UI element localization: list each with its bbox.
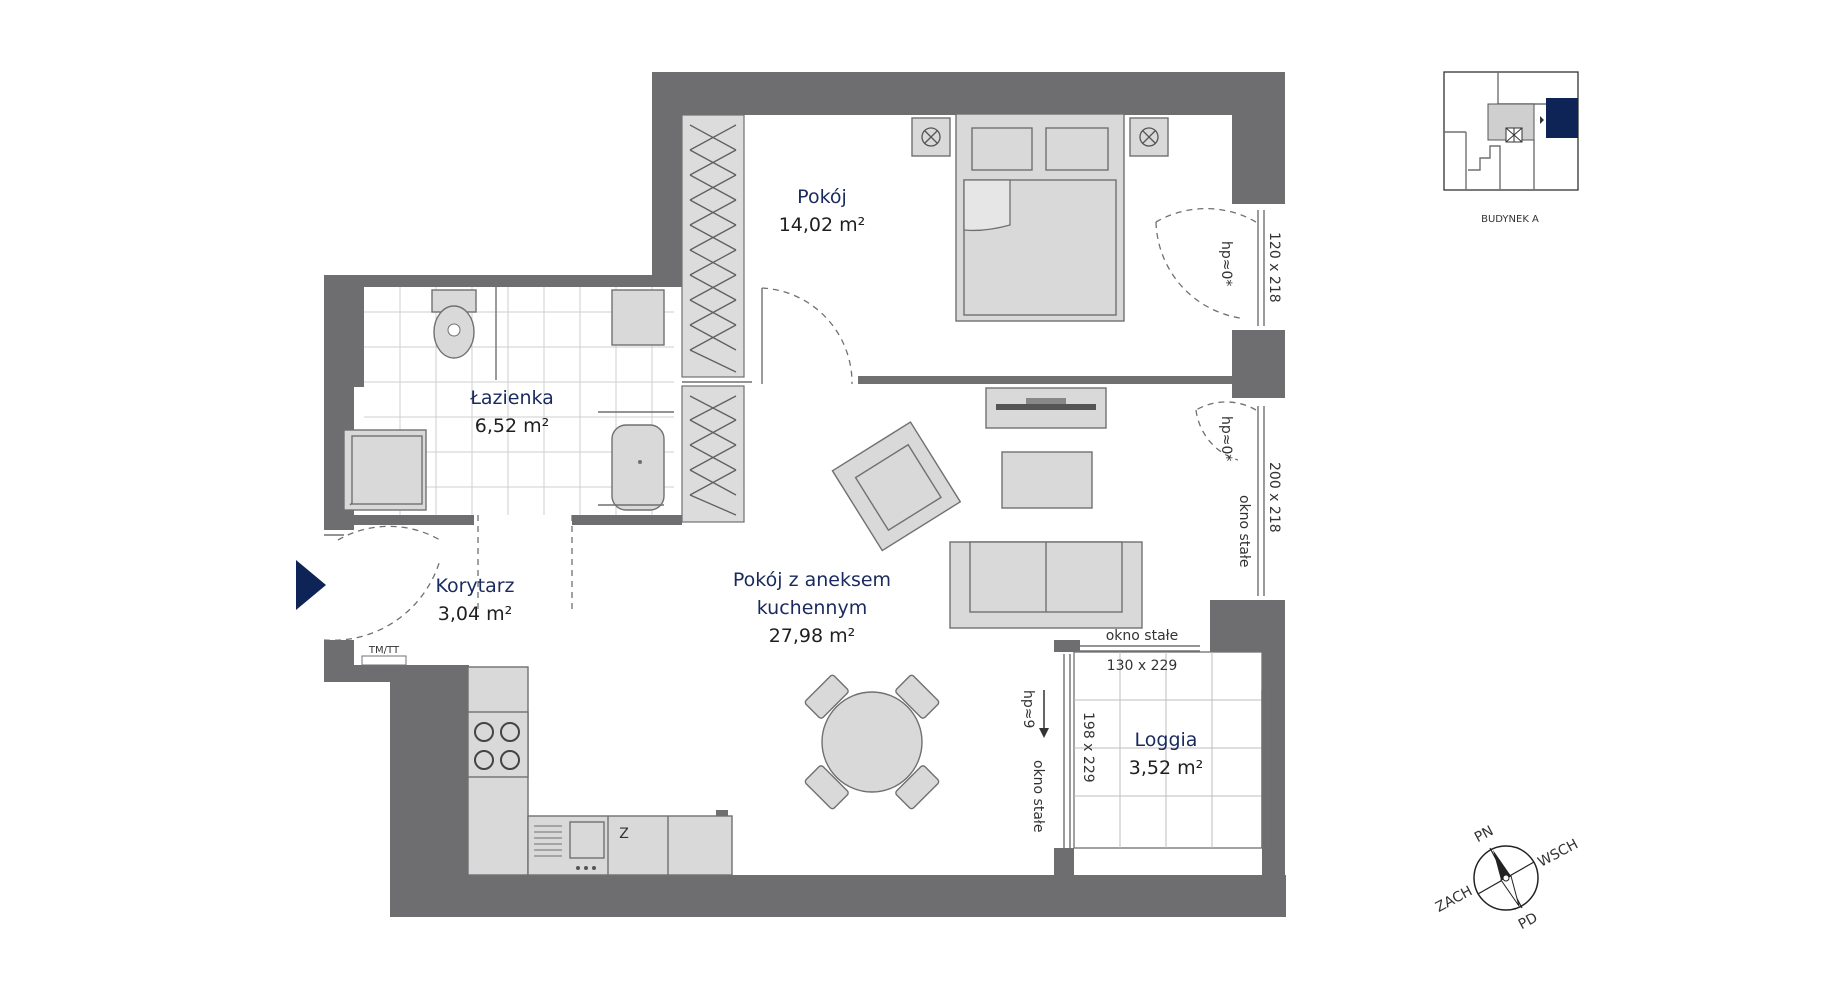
nightstands [911, 117, 1169, 157]
compass-n: PN [1472, 823, 1496, 846]
loggia [1039, 645, 1269, 849]
walls [324, 72, 1286, 917]
doors [323, 208, 1257, 641]
key-plan-highlight [1546, 98, 1578, 138]
room-area-korytarz: 3,04 m² [438, 603, 512, 625]
key-plan: BUDYNEK A [1443, 71, 1579, 225]
room-name-pokoj: Pokój [797, 186, 847, 208]
room-name-salon-2: kuchennym [757, 597, 867, 619]
window-1-size: 120 x 218 [1266, 232, 1282, 303]
compass-s: PD [1516, 910, 1540, 933]
sofa [949, 541, 1143, 629]
window-2-note: okno stałe [1236, 495, 1252, 568]
tv-stand [985, 387, 1107, 429]
compass-w: ZACH [1433, 883, 1475, 916]
window-3-size: 130 x 229 [1107, 658, 1178, 674]
entrance-arrow-icon [296, 560, 326, 610]
window-2-size: 200 x 218 [1266, 462, 1282, 533]
fridge-label: Z [619, 826, 629, 842]
window-4-hp: hp≈9 [1020, 690, 1036, 728]
room-name-loggia: Loggia [1135, 729, 1198, 751]
room-area-lazienka: 6,52 m² [475, 415, 549, 437]
dining-table [804, 674, 940, 810]
partition-wall [858, 376, 1232, 384]
window-3-note: okno stałe [1106, 628, 1179, 644]
bathroom [343, 287, 674, 515]
bathtub [611, 424, 665, 511]
window-4-size: 198 x 229 [1080, 712, 1096, 783]
room-name-korytarz: Korytarz [435, 575, 514, 597]
compass-e: WSCH [1535, 836, 1581, 870]
kitchen [467, 666, 733, 876]
room-area-loggia: 3,52 m² [1129, 757, 1203, 779]
room-name-lazienka: Łazienka [469, 387, 554, 409]
tm-tt-label: TM/TT [368, 645, 400, 656]
room-name-salon-1: Pokój z aneksem [733, 569, 891, 591]
window-1-hp: hp≈0* [1218, 241, 1234, 286]
window-4-note: okno stałe [1030, 760, 1046, 833]
wardrobe [681, 114, 752, 523]
key-plan-label: BUDYNEK A [1481, 214, 1539, 225]
room-area-pokoj: 14,02 m² [779, 214, 866, 236]
coffee-table [1001, 451, 1093, 509]
window-2-hp: hp≈0* [1218, 416, 1234, 461]
right-windows [1257, 210, 1265, 596]
washing-machine [611, 289, 665, 346]
armchair [831, 421, 962, 552]
room-area-salon: 27,98 m² [769, 625, 856, 647]
compass-icon: PN WSCH PD ZACH [1433, 823, 1581, 933]
bed [955, 113, 1125, 322]
